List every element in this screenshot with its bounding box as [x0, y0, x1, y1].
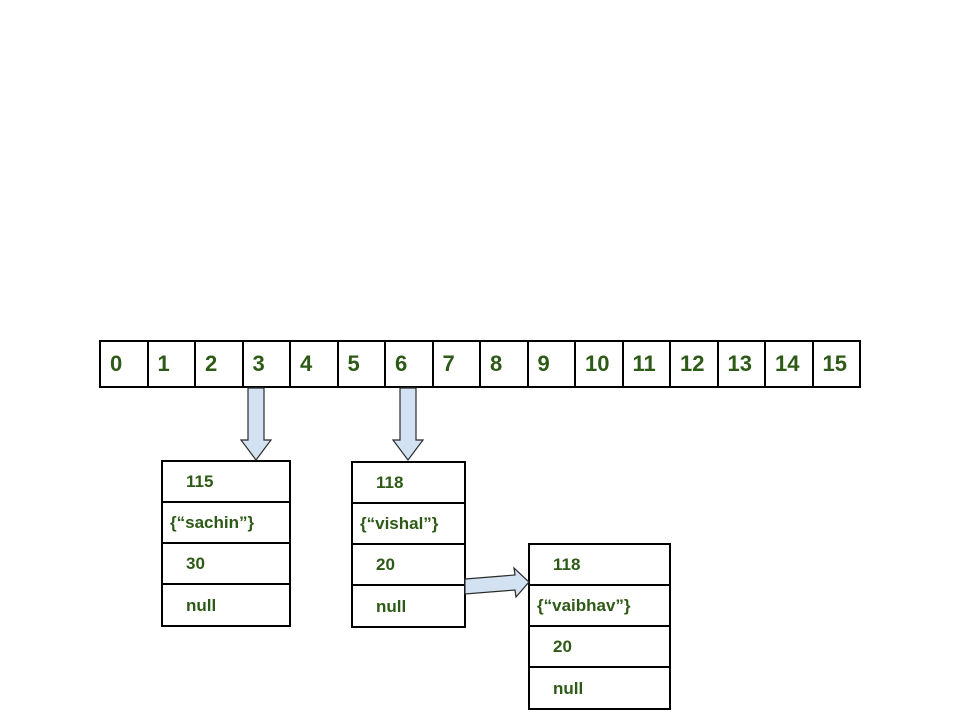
node-hash: 118 — [530, 545, 669, 586]
node-value: 20 — [530, 627, 669, 668]
bucket-14: 14 — [766, 342, 814, 386]
node-hash: 118 — [353, 463, 464, 504]
node-vishal: 118 {“vishal”} 20 null — [351, 461, 466, 628]
bucket-6-arrow — [391, 387, 425, 461]
bucket-1: 1 — [149, 342, 196, 386]
bucket-15: 15 — [822, 351, 847, 376]
node-key: {“sachin”} — [163, 503, 289, 544]
node-hash: 115 — [163, 462, 289, 503]
node-value: 30 — [163, 544, 289, 585]
bucket-12: 12 — [671, 342, 719, 386]
bucket-9: 9 — [529, 342, 576, 386]
node-key: {“vishal”} — [353, 504, 464, 545]
bucket-2: 2 — [196, 342, 244, 386]
bucket-7: 7 — [434, 342, 481, 386]
bucket-8: 8 — [481, 342, 529, 386]
node-next: null — [553, 678, 584, 698]
bucket-10: 10 — [576, 342, 624, 386]
bucket-6: 6 — [386, 342, 434, 386]
node-value: 20 — [353, 545, 464, 586]
bucket-3-arrow — [239, 387, 273, 461]
next-pointer-arrow — [464, 566, 530, 599]
node-key: {“vaibhav”} — [530, 586, 669, 627]
bucket-13: 13 — [719, 342, 766, 386]
bucket-0: 0 — [101, 342, 149, 386]
bucket-5: 5 — [339, 342, 386, 386]
bucket-array: 0 1 2 3 4 5 6 7 8 9 10 11 12 13 14 15 — [99, 340, 861, 388]
bucket-4: 4 — [291, 342, 339, 386]
node-sachin: 115 {“sachin”} 30 null — [161, 460, 291, 627]
bucket-3: 3 — [244, 342, 291, 386]
node-next: null — [376, 596, 407, 616]
node-next: null — [186, 595, 217, 615]
bucket-11: 11 — [624, 342, 671, 386]
node-vaibhav: 118 {“vaibhav”} 20 null — [528, 543, 671, 710]
